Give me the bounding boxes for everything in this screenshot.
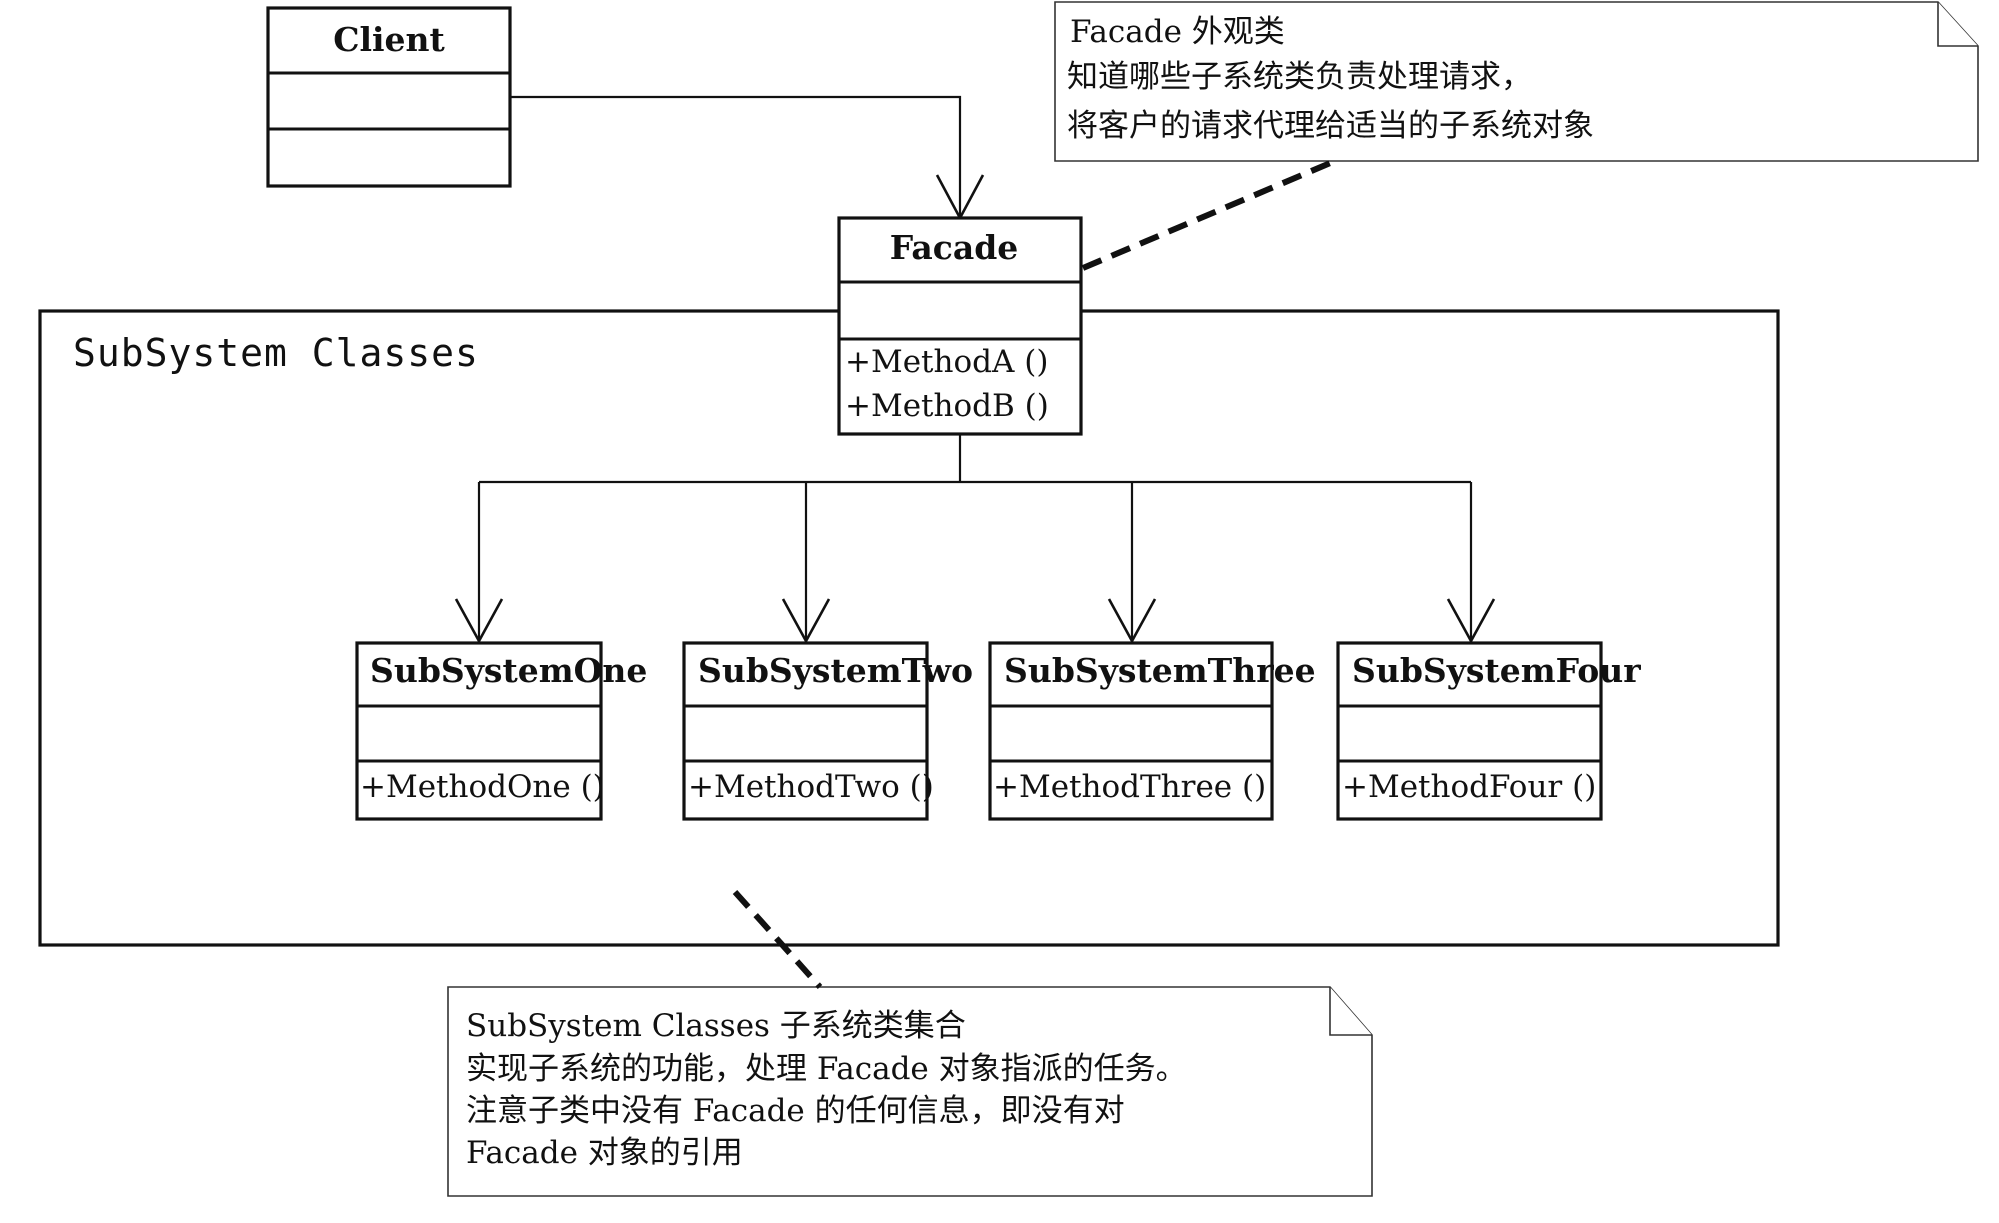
subsystem-note-anchor bbox=[732, 889, 823, 990]
facade-note-line-2: 知道哪些子系统类负责处理请求， bbox=[1067, 59, 1532, 95]
subsystem-one-class: SubSystemOne +MethodOne () bbox=[355, 641, 647, 821]
subsystem-note: SubSystem Classes 子系统类集合 实现子系统的功能，处理 Fac… bbox=[447, 986, 1373, 1197]
facade-method-a: +MethodA () bbox=[845, 344, 1048, 380]
subsystem-two-method: +MethodTwo () bbox=[688, 769, 934, 805]
subsystem-note-line-2: 实现子系统的功能，处理 Facade 对象指派的任务。 bbox=[466, 1051, 1187, 1087]
subsystem-note-line-1: SubSystem Classes 子系统类集合 bbox=[466, 1008, 966, 1044]
facade-class-name: Facade bbox=[890, 228, 1019, 267]
facade-class: Facade +MethodA () +MethodB () bbox=[837, 216, 1083, 436]
facade-note-line-3: 将客户的请求代理给适当的子系统对象 bbox=[1067, 108, 1594, 144]
subsystem-three-class: SubSystemThree +MethodThree () bbox=[988, 641, 1316, 821]
subsystem-two-class: SubSystemTwo +MethodTwo () bbox=[682, 641, 973, 821]
facade-to-subsystems-associations bbox=[454, 434, 1496, 644]
subsystem-three-method: +MethodThree () bbox=[993, 769, 1266, 805]
client-class: Client bbox=[266, 6, 512, 188]
subsystem-three-name: SubSystemThree bbox=[1004, 651, 1316, 690]
subsystem-four-method: +MethodFour () bbox=[1342, 769, 1596, 805]
subsystem-package-label: SubSystem Classes bbox=[73, 331, 479, 375]
subsystem-two-name: SubSystemTwo bbox=[698, 651, 973, 690]
client-class-name: Client bbox=[333, 20, 445, 59]
subsystem-note-line-3: 注意子类中没有 Facade 的任何信息，即没有对 bbox=[466, 1093, 1125, 1129]
subsystem-one-method: +MethodOne () bbox=[360, 769, 605, 805]
facade-note: Facade 外观类 知道哪些子系统类负责处理请求， 将客户的请求代理给适当的子… bbox=[1054, 1, 1979, 162]
subsystem-note-line-4: Facade 对象的引用 bbox=[466, 1135, 743, 1171]
facade-method-b: +MethodB () bbox=[845, 388, 1049, 424]
subsystem-one-name: SubSystemOne bbox=[370, 651, 647, 690]
facade-note-line-1: Facade 外观类 bbox=[1070, 14, 1285, 50]
subsystem-four-name: SubSystemFour bbox=[1352, 651, 1641, 690]
subsystem-four-class: SubSystemFour +MethodFour () bbox=[1336, 641, 1641, 821]
client-to-facade-association bbox=[510, 95, 962, 218]
facade-note-anchor bbox=[1081, 158, 1337, 271]
